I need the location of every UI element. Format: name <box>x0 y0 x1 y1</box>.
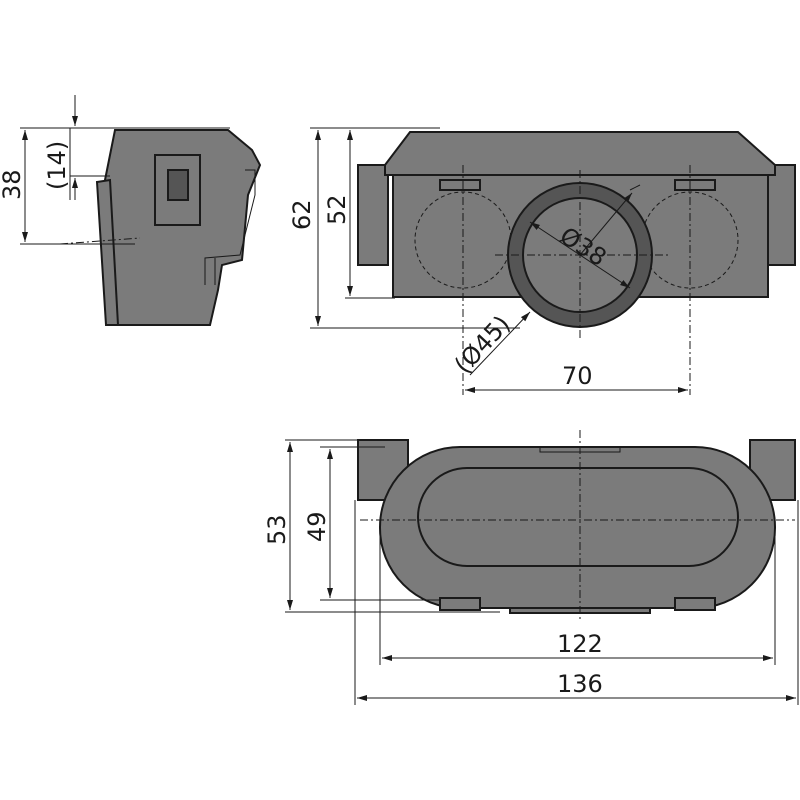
dim-outer-diameter: (Ø45) <box>449 310 516 379</box>
dim-inlet-spacing: 70 <box>562 362 593 390</box>
dim-top-depth-outer: 53 <box>263 514 291 545</box>
front-view: 62 52 Ø38 (Ø45) 70 <box>288 127 796 395</box>
side-view: 38 (14) <box>0 95 262 326</box>
dim-front-total-height: 62 <box>288 199 316 230</box>
top-view: 53 49 122 136 <box>263 430 799 705</box>
dim-width-total: 136 <box>557 670 603 698</box>
dim-front-body-height: 52 <box>323 194 351 225</box>
dim-top-depth-inner: 49 <box>303 511 331 542</box>
dim-side-height: 38 <box>0 169 26 200</box>
dim-width-inner: 122 <box>557 630 603 658</box>
dim-side-offset: (14) <box>43 141 71 190</box>
